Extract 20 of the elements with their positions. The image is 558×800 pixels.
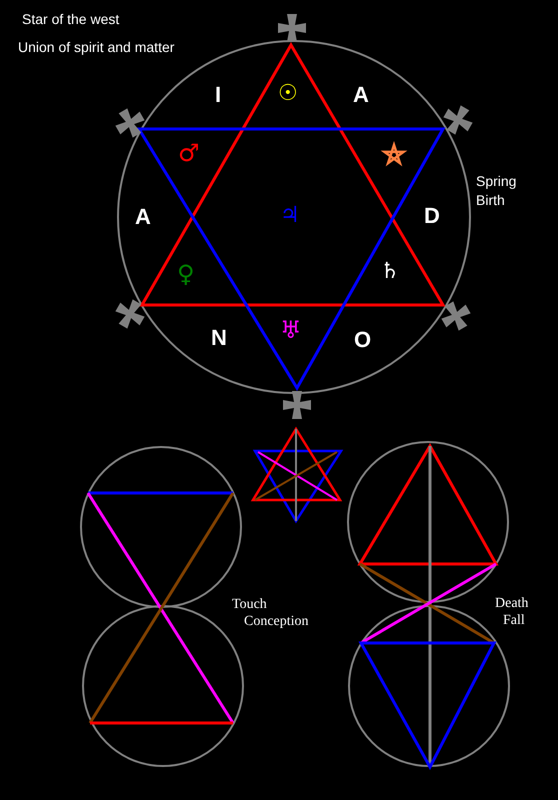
uranus-symbol: ♅ <box>280 318 302 342</box>
letter: O <box>354 329 372 351</box>
caption: Touch <box>232 598 267 612</box>
season-label: Spring <box>476 174 516 188</box>
caption: Death <box>495 597 528 611</box>
letter: N <box>211 327 227 349</box>
letter: A <box>353 84 369 106</box>
caption: Fall <box>503 614 525 628</box>
saturn-symbol: ♄ <box>380 261 400 283</box>
caption: Conception <box>244 615 309 629</box>
sun-symbol: ☉ <box>278 83 298 105</box>
letter: A <box>135 206 151 228</box>
mars-symbol: ♂ <box>178 141 200 165</box>
letter: D <box>424 205 440 227</box>
subtitle: Union of spirit and matter <box>18 40 174 54</box>
venus-symbol: ♀ <box>177 262 195 286</box>
title: Star of the west <box>22 12 120 26</box>
letter: I <box>215 84 222 106</box>
jupiter-symbol: ♃ <box>280 205 300 227</box>
season-label: Birth <box>476 193 505 207</box>
